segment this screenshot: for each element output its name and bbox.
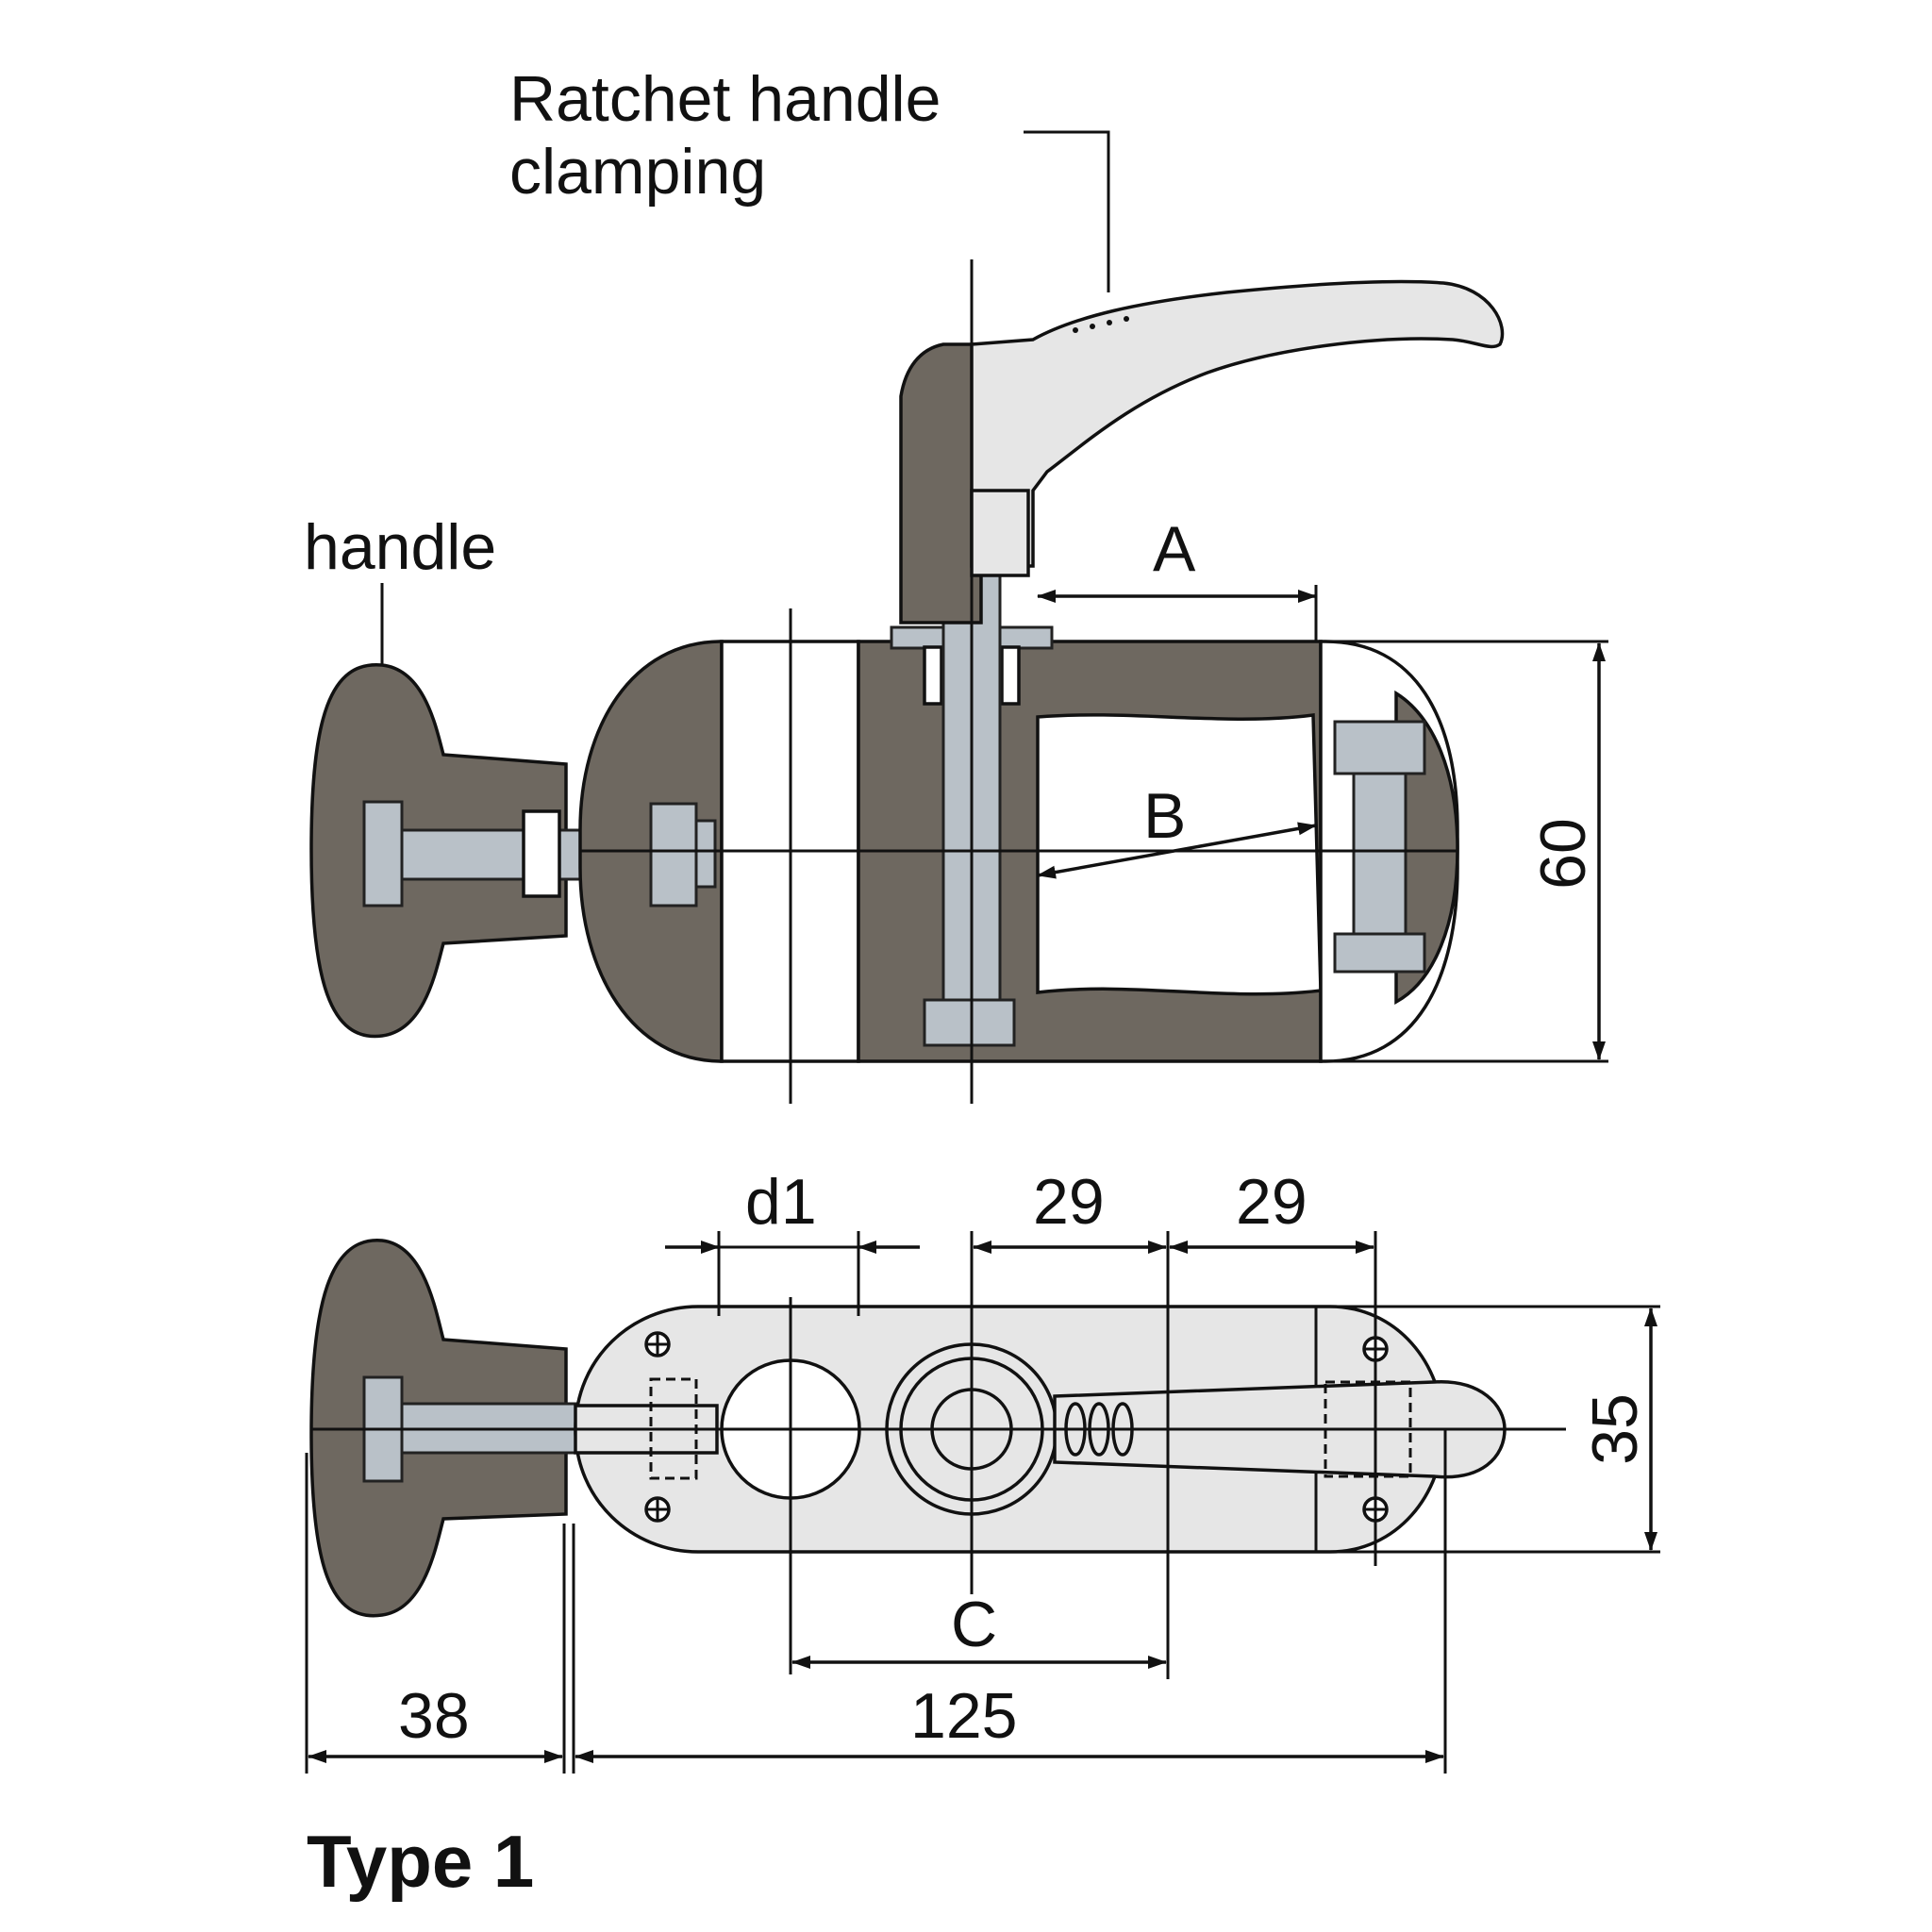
side-view: Ratchet handle clamping handle A B 60 <box>304 63 1608 1104</box>
grip-dot-2 <box>1090 324 1095 329</box>
knob-hex-head-top <box>362 800 404 908</box>
grip-dot-4 <box>1124 316 1129 322</box>
plan-view: d1 29 29 35 C 38 125 <box>305 1166 1660 1774</box>
label-dim-d1: d1 <box>745 1166 817 1238</box>
label-dim-B: B <box>1143 780 1186 852</box>
label-dim-125: 125 <box>910 1680 1017 1752</box>
nut-left-top-b <box>694 819 717 889</box>
label-dim-60: 60 <box>1527 818 1599 890</box>
right-bolt-nut-bottom <box>1333 932 1426 974</box>
right-bolt-shaft <box>1352 772 1407 936</box>
clamp-spacer-r <box>1000 645 1021 706</box>
screw-mark-bl <box>644 1496 671 1523</box>
label-dim-29b: 29 <box>1236 1166 1307 1238</box>
grip-dot-1 <box>1073 327 1078 333</box>
leader-ratchet <box>1024 130 1110 292</box>
label-dim-29a: 29 <box>1033 1166 1105 1238</box>
label-ratchet-line2: clamping <box>509 136 766 208</box>
clamp-spacer-l <box>923 645 943 706</box>
label-dim-35: 35 <box>1579 1393 1651 1465</box>
clamp-nut-bottom <box>923 998 1016 1047</box>
knob-washer-top <box>522 809 561 898</box>
grip-dot-3 <box>1107 320 1112 325</box>
label-dim-38: 38 <box>398 1680 470 1752</box>
right-bolt-head-top <box>1333 720 1426 775</box>
screw-mark-tl <box>644 1331 671 1357</box>
type-label: Type 1 <box>307 1820 534 1903</box>
label-handle: handle <box>304 511 496 583</box>
ratchet-core <box>970 489 1030 577</box>
label-ratchet-line1: Ratchet handle <box>509 63 941 135</box>
ratchet-base <box>899 342 983 625</box>
tube-window <box>1036 713 1323 996</box>
dimline-B <box>1037 822 1317 879</box>
label-dim-A: A <box>1153 513 1196 585</box>
ratchet-lever-arm <box>970 279 1505 568</box>
label-dim-C: C <box>951 1589 997 1660</box>
nut-left-top <box>649 802 698 908</box>
